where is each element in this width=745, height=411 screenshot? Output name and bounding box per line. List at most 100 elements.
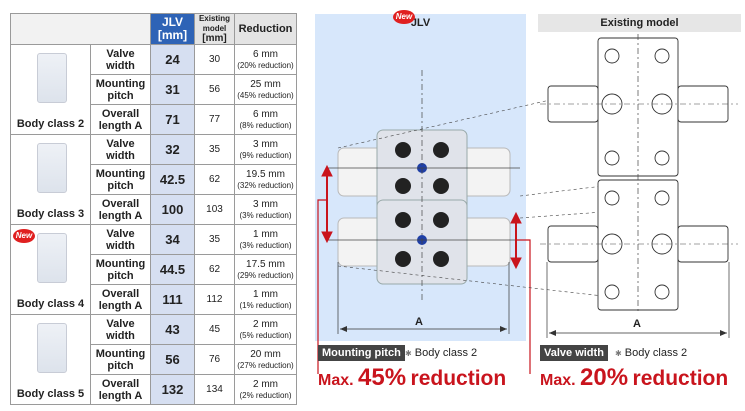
- reduction-mm: 3 mm: [253, 138, 278, 150]
- reduction-mm: 20 mm: [250, 348, 281, 360]
- reduction-mm: 17.5 mm: [246, 258, 285, 270]
- existing-panel-header: [538, 14, 741, 32]
- reduction-pct: (3% reduction): [239, 210, 292, 220]
- new-badge: New: [393, 10, 415, 24]
- jlv-dimension-a: A: [415, 316, 423, 328]
- jlv-value: 111: [150, 284, 195, 315]
- item-label-line: length A: [98, 389, 143, 402]
- item-label-line: Overall: [101, 197, 140, 210]
- existing-value: 134: [194, 374, 235, 405]
- body-class-cell: Body class 2: [10, 44, 91, 135]
- existing-value: 30: [194, 44, 235, 75]
- item-label-line: Valve: [106, 47, 135, 60]
- reduction-value: 25 mm(45% reduction): [234, 74, 297, 105]
- jlv-valve-bottom: [337, 199, 511, 285]
- valve-thumbnail: [37, 143, 67, 193]
- item-label-line: width: [106, 239, 135, 252]
- jlv-headline: Max. 45% reduction: [318, 364, 507, 391]
- item-label-line: Valve: [106, 317, 135, 330]
- jlv-value: 31: [150, 74, 195, 105]
- reduction-pct: (45% reduction): [237, 90, 294, 100]
- jlv-value: 44.5: [150, 254, 195, 285]
- body-class-label: Body class 5: [16, 388, 85, 400]
- reduction-pct: (9% reduction): [239, 150, 292, 160]
- reduction-pct: (5% reduction): [239, 330, 292, 340]
- reduction-value: 19.5 mm(32% reduction): [234, 164, 297, 195]
- reduction-value: 1 mm(3% reduction): [234, 224, 297, 255]
- valve-thumbnail: [37, 233, 67, 283]
- existing-value: 45: [194, 314, 235, 345]
- existing-headline: Max. 20% reduction: [540, 364, 729, 391]
- reduction-pct: (3% reduction): [239, 240, 292, 250]
- item-label-line: pitch: [107, 269, 134, 282]
- reduction-mm: 19.5 mm: [246, 168, 285, 180]
- existing-value: 62: [194, 254, 235, 285]
- jlv-value: 56: [150, 344, 195, 375]
- jlv-panel-title-text: JLV: [410, 17, 431, 29]
- reduction-value: 2 mm(5% reduction): [234, 314, 297, 345]
- body-class-label: Body class 4: [16, 298, 85, 310]
- reduction-mm: 3 mm: [253, 198, 278, 210]
- existing-panel-title: Existing model: [600, 17, 679, 29]
- spec-table: JLV[mm] Existing model[mm] Reduction Bod…: [10, 13, 297, 405]
- reduction-pct: (32% reduction): [237, 180, 294, 190]
- item-label-line: Mounting: [95, 257, 146, 270]
- item-label-line: pitch: [107, 89, 134, 102]
- reduction-mm: 1 mm: [253, 228, 278, 240]
- reduction-mm: 2 mm: [253, 318, 278, 330]
- existing-note: ✱ Body class 2: [615, 347, 688, 359]
- item-label-line: width: [106, 329, 135, 342]
- reduction-mm: 2 mm: [253, 378, 278, 390]
- item-label-line: pitch: [107, 179, 134, 192]
- jlv-value: 24: [150, 44, 195, 75]
- body-class-label: Body class 2: [16, 118, 85, 130]
- reduction-mm: 6 mm: [253, 48, 278, 60]
- reduction-value: 20 mm(27% reduction): [234, 344, 297, 375]
- item-label-line: Valve: [106, 227, 135, 240]
- valve-width-tag: Valve width: [540, 345, 608, 361]
- existing-value: 77: [194, 104, 235, 135]
- table-corner: [10, 13, 151, 45]
- body-class-label: Body class 3: [16, 208, 85, 220]
- valve-thumbnail: [37, 53, 67, 103]
- item-label-line: Mounting: [95, 77, 146, 90]
- reduction-pct: (1% reduction): [239, 300, 292, 310]
- item-label-line: width: [106, 149, 135, 162]
- item-label-line: Mounting: [95, 347, 146, 360]
- existing-value: 62: [194, 164, 235, 195]
- reduction-pct: (2% reduction): [239, 390, 292, 400]
- reduction-value: 3 mm(9% reduction): [234, 134, 297, 165]
- item-label-line: pitch: [107, 359, 134, 372]
- mounting-pitch-tag: Mounting pitch: [318, 345, 405, 361]
- existing-value: 76: [194, 344, 235, 375]
- existing-value: 103: [194, 194, 235, 225]
- jlv-note: ✱ Body class 2: [405, 347, 478, 359]
- reduction-mm: 6 mm: [253, 108, 278, 120]
- valve-thumbnail: [37, 323, 67, 373]
- existing-value: 35: [194, 224, 235, 255]
- existing-dimension-a: A: [633, 318, 641, 330]
- item-label-line: Valve: [106, 137, 135, 150]
- jlv-value: 34: [150, 224, 195, 255]
- item-label-line: Overall: [101, 107, 140, 120]
- item-label-line: Overall: [101, 377, 140, 390]
- item-label-line: Mounting: [95, 167, 146, 180]
- reduction-value: 6 mm(20% reduction): [234, 44, 297, 75]
- reduction-value: 17.5 mm(29% reduction): [234, 254, 297, 285]
